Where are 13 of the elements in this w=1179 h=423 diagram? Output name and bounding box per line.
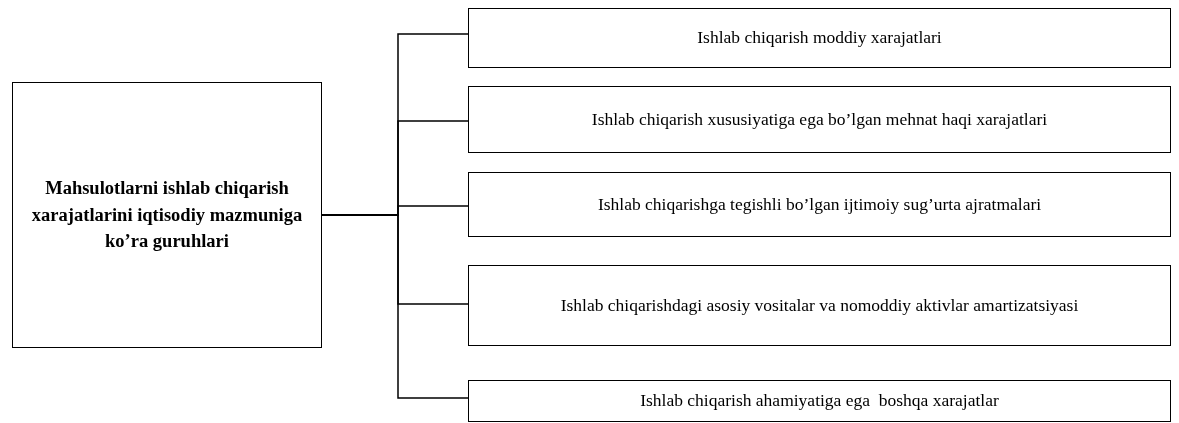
item-box bbox=[468, 172, 1171, 237]
item-box bbox=[468, 265, 1171, 346]
item-label: Ishlab chiqarishdagi asosiy vositalar va nomoddiy aktivlar amartizatsiyasi bbox=[560, 293, 1079, 317]
item-box bbox=[468, 86, 1171, 153]
item-box bbox=[468, 8, 1171, 68]
connector-line bbox=[321, 214, 469, 399]
item-label: Ishlab chiqarish xususiyatiga ega bo’lgan mehnat haqi xarajatlari bbox=[591, 107, 1048, 131]
item-label: Ishlab chiqarish moddiy xarajatlari bbox=[697, 26, 942, 50]
item-label: Ishlab chiqarish ahamiyatiga ega boshqa xarajatlar bbox=[640, 389, 999, 413]
item-label: Ishlab chiqarishga tegishli bo’lgan ijtimoiy sug’urta ajratmalari bbox=[597, 192, 1042, 216]
item-box bbox=[468, 380, 1171, 422]
category-box bbox=[12, 82, 322, 348]
category-title: Mahsulotlarni ishlab chiqarish xarajatlarini iqtisodiy mazmuniga ko’ra guruhlari bbox=[30, 176, 304, 254]
